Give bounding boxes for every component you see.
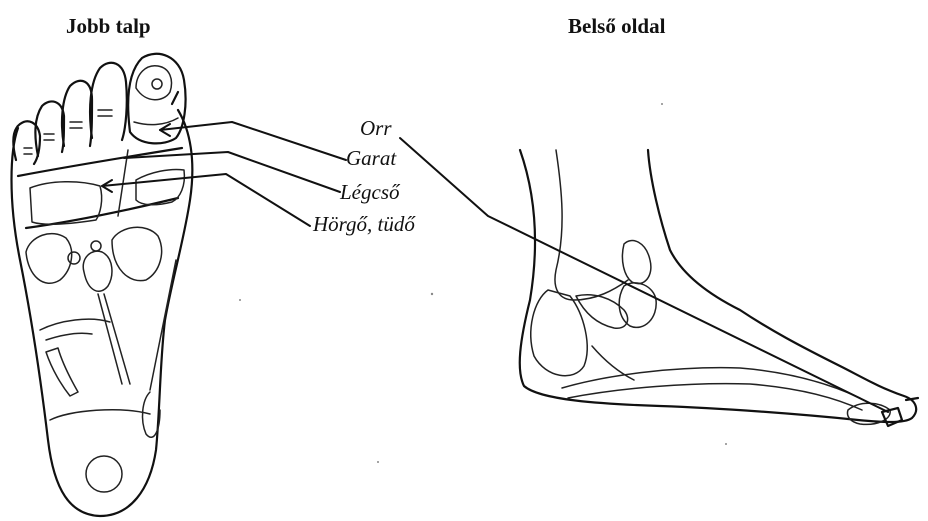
heel-zone-side [531,290,587,376]
inner-foot-illustration [520,150,918,426]
big-toe-mark [172,92,178,104]
orr-leader-line [400,138,888,412]
small-circle [91,241,101,251]
inner-ankle-zone [143,392,160,437]
spine-zone-lower [568,384,862,410]
third-toe [62,81,92,146]
scan-specks [239,103,727,463]
big-toe-oval [136,66,172,100]
heel-zone [50,410,150,420]
stomach-zone [112,227,162,280]
second-toe [90,63,127,140]
label-pharynx: Garat [346,146,396,171]
callout-lines [102,122,888,412]
foot-outline [520,150,916,422]
lung-zone-right [136,169,184,204]
label-trachea: Légcső [340,180,400,205]
liver-zone [26,234,72,284]
label-nose: Orr [360,116,392,141]
ureter-line-2 [104,294,130,384]
horgo-leader-line [102,174,310,226]
ankle-bone [622,241,650,284]
title-inner-side: Belső oldal [568,14,665,39]
right-sole-illustration [12,54,193,516]
outer-ankle-zone [46,348,78,396]
spine-edge [150,260,176,390]
kidney-zone [83,251,112,291]
big-toe [128,54,185,144]
instep-line [555,150,628,300]
heel-circle [86,456,122,492]
title-right-sole: Jobb talp [66,14,151,39]
label-bronchi-lungs: Hörgő, tüdő [313,212,415,237]
big-toe-circle [152,79,162,89]
adrenal-circle [68,252,80,264]
ureter-line [98,294,122,384]
intestine-zone [40,319,110,340]
big-toe-band [134,118,178,125]
